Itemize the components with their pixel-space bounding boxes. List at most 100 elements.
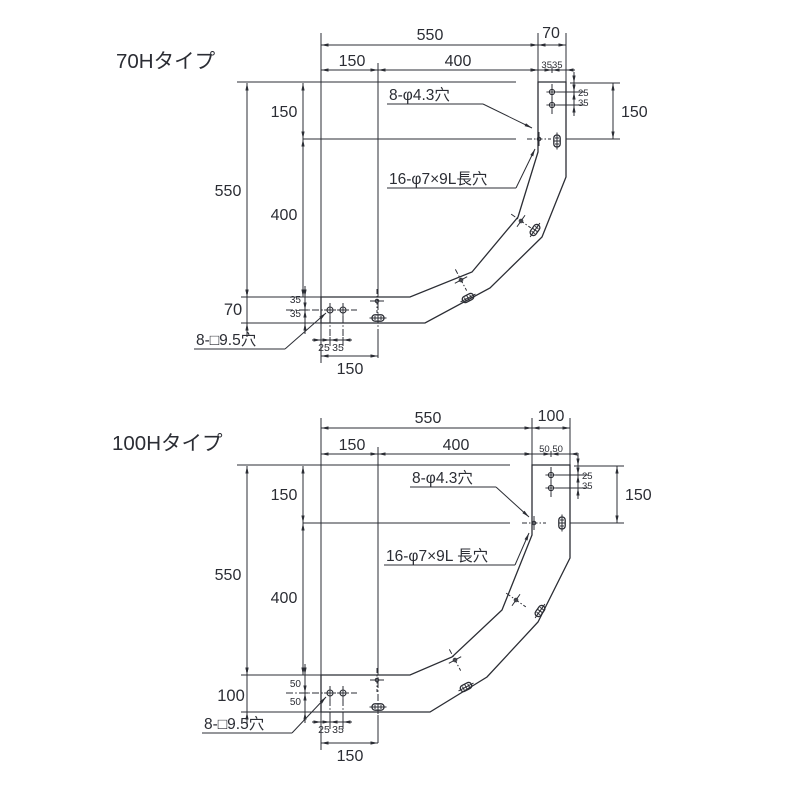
arrowhead (319, 313, 326, 320)
slot-mark (463, 297, 467, 302)
arrowhead (303, 302, 307, 310)
slot-mark (531, 230, 536, 235)
arrowhead (576, 475, 580, 483)
arrowhead (245, 323, 249, 331)
arrowhead (321, 43, 329, 47)
dim-label: 150 (621, 104, 648, 121)
dim-label: 25 (582, 471, 593, 482)
arrowhead (576, 458, 580, 466)
callout-slot-holes: 16-φ7×9L 長穴 (386, 547, 488, 565)
dim-label: 400 (443, 437, 470, 454)
dim-label: 35 (578, 98, 589, 109)
arrowhead (245, 712, 249, 720)
part-outline (320, 81, 567, 324)
slot-mark (534, 603, 546, 619)
arrowhead (566, 68, 574, 72)
arrowhead (572, 105, 576, 113)
arrowhead (378, 452, 386, 456)
dim-label: 100 (217, 687, 245, 705)
arrowhead (321, 68, 329, 72)
small-round-hole (518, 218, 524, 224)
arrowhead (530, 43, 538, 47)
callout-round-holes: 8-φ4.3穴 (389, 86, 450, 104)
dim-label: 400 (271, 207, 298, 224)
arrowhead (611, 83, 615, 91)
dim-label: 35 (290, 309, 302, 320)
arrowhead (303, 712, 307, 720)
arrowhead (370, 452, 378, 456)
dim-label: 550 (417, 27, 444, 44)
arrowhead (303, 323, 307, 331)
arrowhead (245, 83, 249, 91)
dim-label: 150 (339, 437, 366, 454)
small-round-hole (513, 597, 519, 603)
arrowhead (303, 310, 307, 318)
arrowhead (322, 338, 330, 342)
oblong-slot-hole (529, 222, 541, 238)
dim-label: 150 (339, 53, 366, 70)
arrowhead (303, 693, 307, 701)
dim-label: 100 (538, 408, 565, 425)
arrowhead (343, 720, 351, 724)
dim-label: 400 (445, 53, 472, 70)
arrowhead (245, 466, 249, 474)
dim-label: 550 (415, 410, 442, 427)
arrowhead (301, 83, 305, 91)
arrowhead (321, 452, 329, 456)
arrowhead (322, 720, 330, 724)
arrowhead (562, 426, 570, 430)
oblong-slot-hole (460, 292, 476, 304)
arrowhead (321, 426, 329, 430)
arrowhead (303, 289, 307, 297)
arrowhead (330, 338, 338, 342)
arrowhead (532, 426, 540, 430)
dim-label: 550 (215, 567, 242, 584)
arrowhead (313, 720, 321, 724)
arrowhead (301, 523, 305, 531)
dim-label: 25 (318, 724, 330, 736)
dim-label: 150 (271, 104, 298, 121)
seam-tick (511, 593, 521, 607)
arrowhead (301, 515, 305, 523)
arrowhead (572, 75, 576, 83)
slot-mark (461, 686, 465, 691)
arrowhead (543, 452, 551, 456)
callout-slot-holes: 16-φ7×9L長穴 (389, 170, 487, 188)
arrowhead (378, 68, 386, 72)
arrowhead (524, 533, 529, 541)
oblong-slot-hole (553, 132, 561, 150)
arrowhead (370, 741, 378, 745)
small-round-hole (452, 657, 458, 663)
slot-mark (469, 294, 473, 299)
arrowhead (303, 685, 307, 693)
slot-mark (539, 606, 544, 611)
dim-label: 35 (332, 724, 344, 736)
arrowhead (303, 667, 307, 675)
dim-label: 25 (318, 342, 330, 354)
arrowhead (330, 720, 338, 724)
arrowhead (615, 515, 619, 523)
arrowhead (572, 92, 576, 100)
arrowhead (301, 139, 305, 147)
arrowhead (301, 466, 305, 474)
slot-mark (529, 222, 541, 238)
arrowhead (538, 43, 546, 47)
arrowhead (301, 667, 305, 675)
seam-tick (454, 276, 468, 284)
dim-label: 150 (337, 748, 364, 765)
arrowhead (611, 131, 615, 139)
arrowhead (321, 354, 329, 358)
small-round-hole (458, 277, 464, 283)
leader-line (291, 696, 327, 734)
dim-label: 25 (578, 88, 589, 99)
arrowhead (524, 426, 532, 430)
small-round-hole (531, 520, 537, 526)
oblong-slot-hole (458, 681, 474, 693)
seam-tick (448, 656, 462, 664)
arrowhead (370, 68, 378, 72)
callout-square-holes: 8-□9.5穴 (196, 331, 256, 349)
arrowhead (370, 354, 378, 358)
arrowhead (301, 131, 305, 139)
dim-label: 400 (271, 590, 298, 607)
